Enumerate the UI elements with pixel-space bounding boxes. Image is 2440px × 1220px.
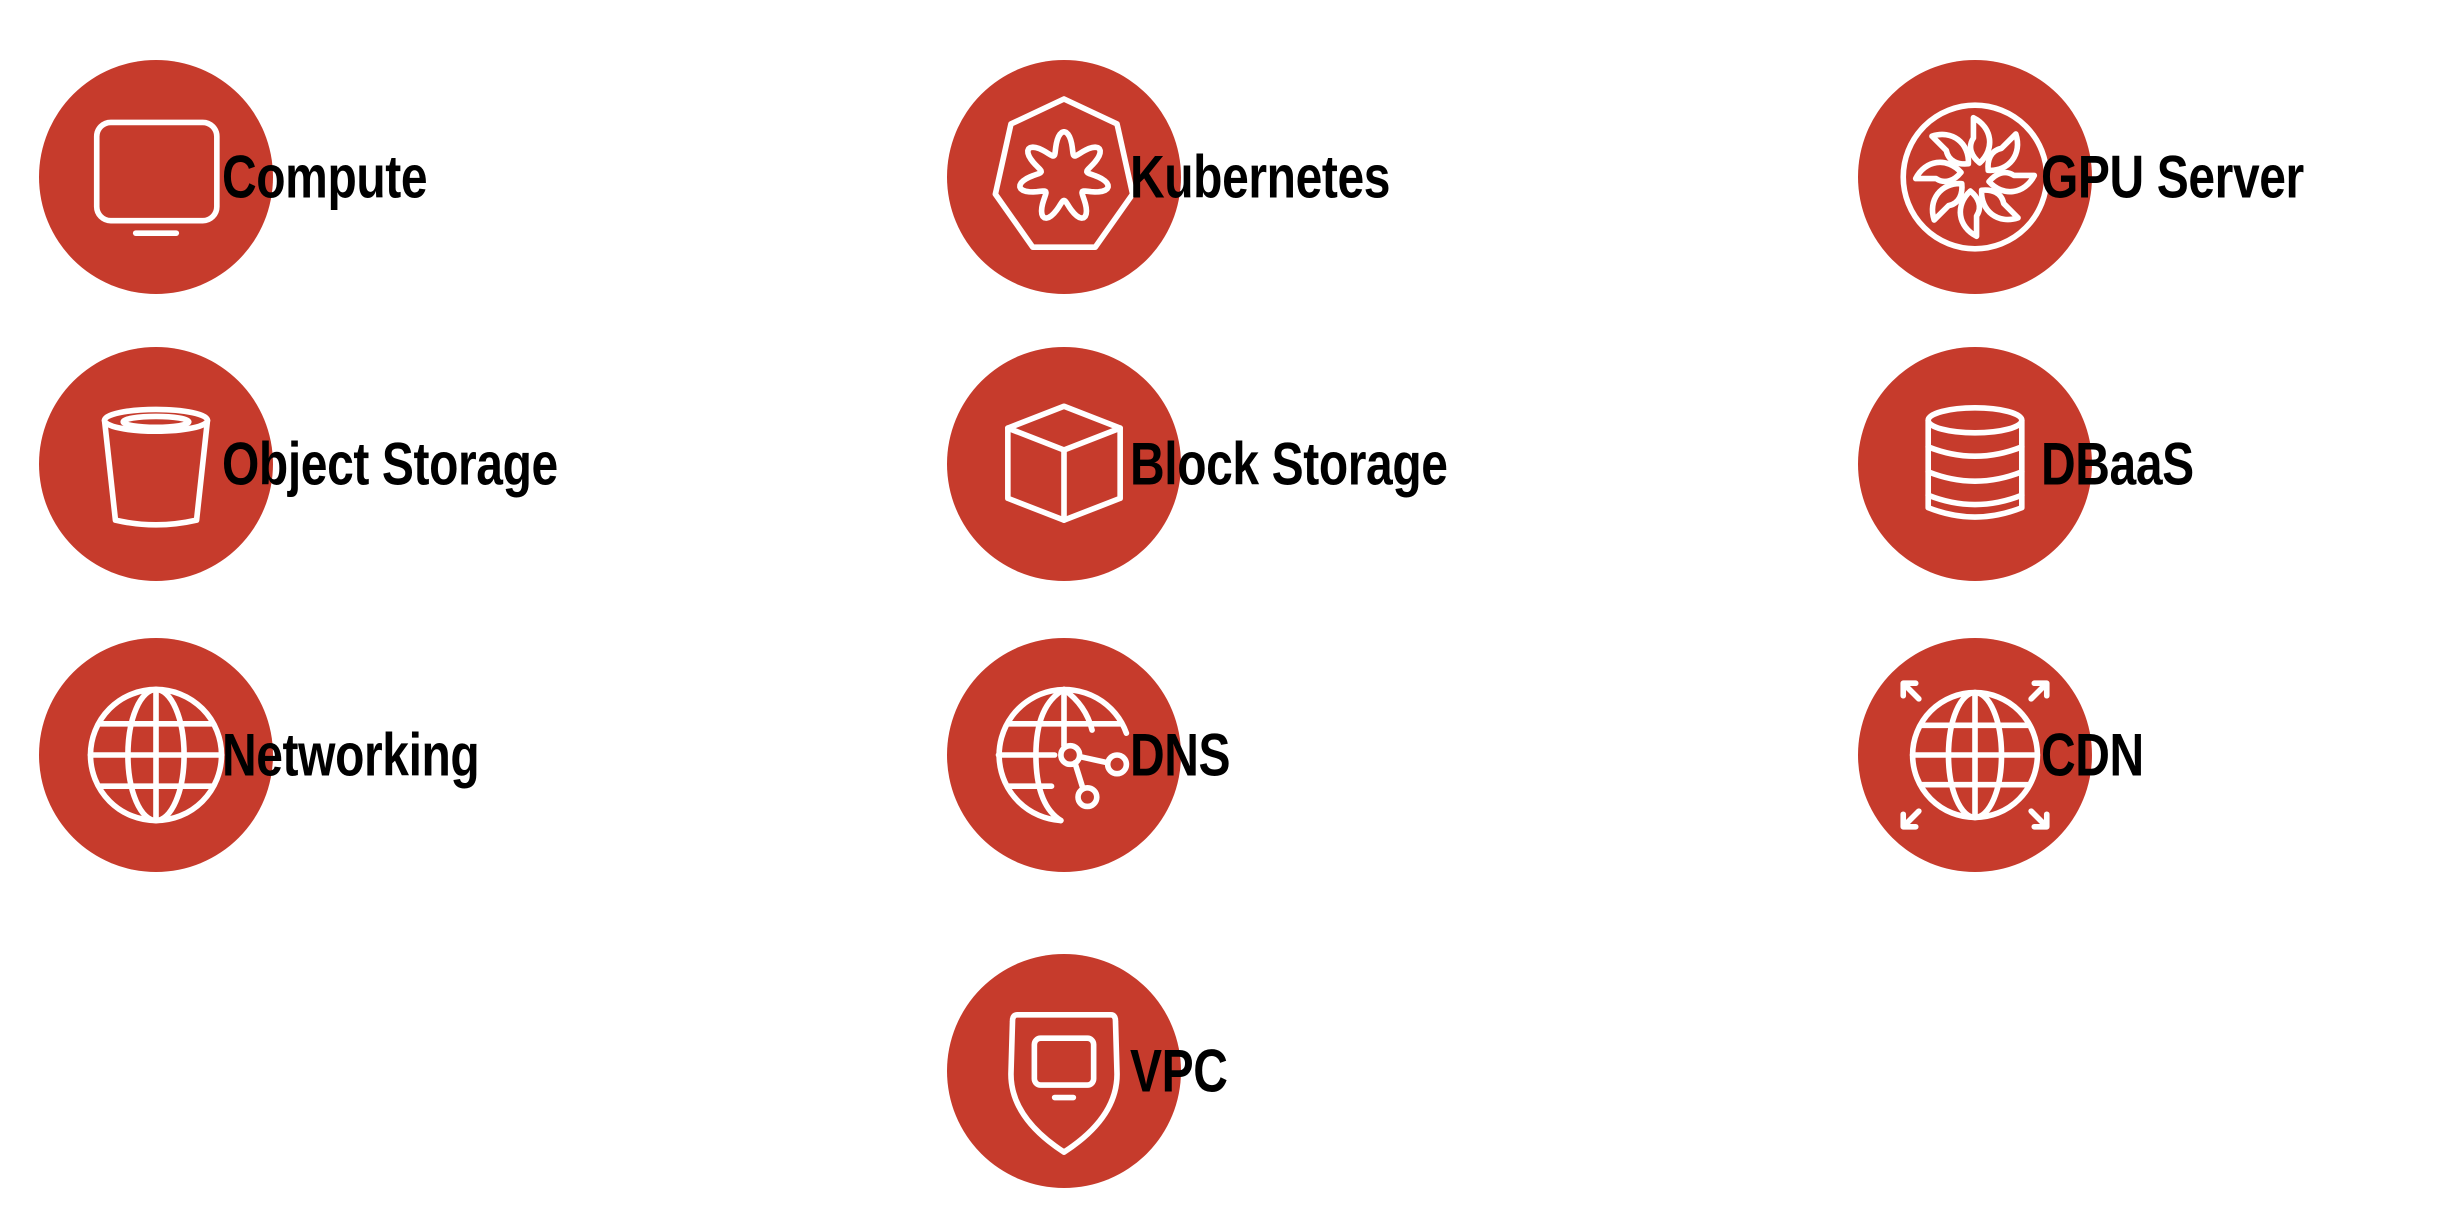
globe-nodes-icon — [947, 638, 1181, 872]
service-label: Kubernetes — [1130, 143, 1391, 211]
service-dbaas[interactable]: DBaaS — [1858, 347, 2440, 581]
service-label: DBaaS — [2041, 430, 2194, 498]
kubernetes-icon — [947, 60, 1181, 294]
service-networking[interactable]: Networking — [39, 638, 839, 872]
service-compute[interactable]: Compute — [39, 60, 839, 294]
fan-blade — [1985, 131, 2021, 174]
kubernetes-wheel — [1017, 128, 1111, 221]
service-vpc[interactable]: VPC — [947, 954, 1747, 1188]
cube-icon — [947, 347, 1181, 581]
service-label: Compute — [222, 143, 428, 211]
fan-blade — [1978, 187, 2021, 223]
service-label: VPC — [1130, 1037, 1228, 1105]
fan-blade — [1929, 131, 1972, 167]
globe-arrows-icon — [1858, 638, 2092, 872]
shield-monitor-icon — [947, 954, 1181, 1188]
service-label: Networking — [222, 721, 480, 789]
service-block-storage[interactable]: Block Storage — [947, 347, 1747, 581]
service-label: Block Storage — [1130, 430, 1448, 498]
service-dns[interactable]: DNS — [947, 638, 1747, 872]
fan-blade — [1912, 159, 1964, 185]
database-icon — [1858, 347, 2092, 581]
service-kubernetes[interactable]: Kubernetes — [947, 60, 1747, 294]
bucket-icon — [39, 347, 273, 581]
service-label: DNS — [1130, 721, 1231, 789]
globe-icon — [39, 638, 273, 872]
service-label: CDN — [2041, 721, 2144, 789]
service-cdn[interactable]: CDN — [1858, 638, 2440, 872]
fan-blade — [1986, 169, 2038, 195]
service-label: Object Storage — [222, 430, 558, 498]
fan-blade — [1957, 188, 1983, 240]
service-gpu-server[interactable]: GPU Server — [1858, 60, 2440, 294]
monitor-icon — [39, 60, 273, 294]
service-label: GPU Server — [2041, 143, 2304, 211]
service-object-storage[interactable]: Object Storage — [39, 347, 839, 581]
fan-blade — [1929, 180, 1965, 223]
gpu-fan-icon — [1858, 60, 2092, 294]
fan-blade — [1967, 114, 1993, 166]
